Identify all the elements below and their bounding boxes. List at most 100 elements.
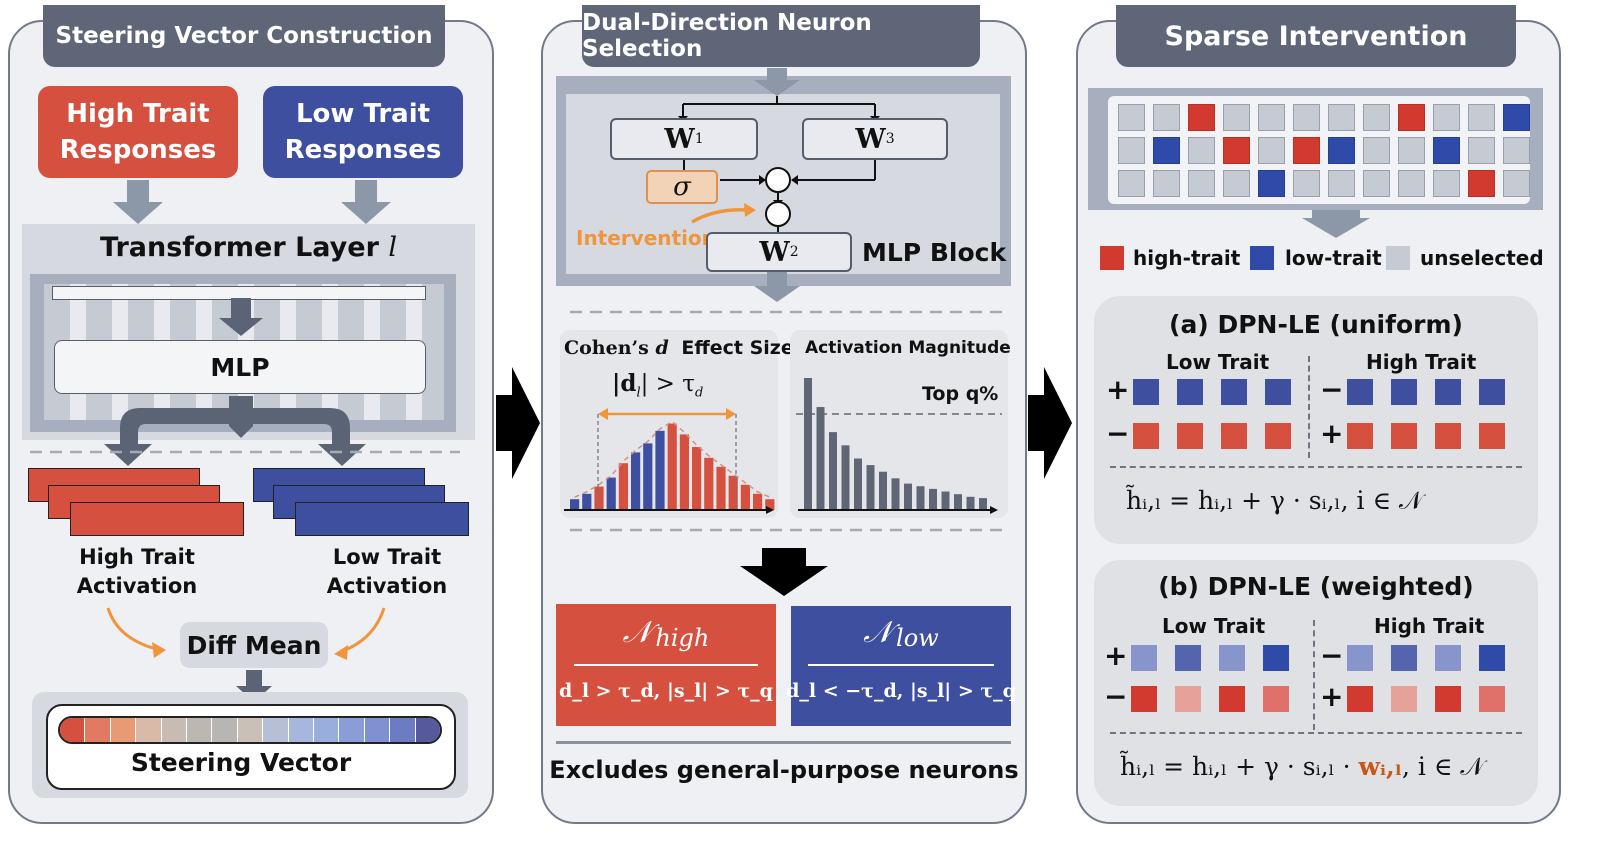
steering-vector-segment — [338, 718, 364, 742]
weighted-formula-w: wᵢ,ₗ — [1358, 752, 1402, 781]
neuron-low-trait — [1153, 137, 1180, 164]
weighted-formula-rule — [1110, 732, 1522, 734]
steering-vector-segment — [186, 718, 212, 742]
dpn-neuron-square — [1347, 379, 1373, 405]
weighted-high-trait-label: High Trait — [1374, 614, 1485, 638]
legend-low-label: low-trait — [1285, 246, 1382, 270]
panel1-arrows-svg — [113, 180, 391, 224]
dashed-divider-1 — [30, 450, 460, 454]
top-q-label: Top q% — [922, 383, 999, 405]
weighted-vertical-divider — [1313, 620, 1315, 730]
cohens-bar — [582, 493, 592, 510]
legend-unselected-label: unselected — [1420, 246, 1544, 270]
weighted-formula-main: h̃ᵢ,ₗ = hᵢ,ₗ + γ · sᵢ,ₗ · — [1120, 752, 1359, 781]
steering-vector-segment — [135, 718, 161, 742]
neuron-unselected — [1258, 137, 1285, 164]
dpn-neuron-square — [1175, 686, 1201, 712]
neuron-unselected — [1363, 137, 1390, 164]
uniform-title: (a) DPN-LE (uniform) — [1169, 310, 1463, 339]
cohens-bar — [643, 443, 653, 510]
dpn-neuron-square — [1391, 686, 1417, 712]
magnitude-bar — [854, 458, 862, 510]
plus-sign: + — [1104, 639, 1128, 672]
magnitude-x-axis-arrow — [990, 506, 998, 514]
intervention-orange-arrow — [691, 208, 749, 224]
neuron-low-trait — [1258, 170, 1285, 197]
magnitude-bar — [929, 488, 937, 510]
weighted-title: (b) DPN-LE (weighted) — [1158, 572, 1474, 601]
steering-vector-segment — [287, 718, 314, 742]
dpn-neuron-square — [1347, 686, 1373, 712]
dpn-neuron-square — [1435, 645, 1461, 671]
big-arrow-1 — [496, 367, 540, 479]
dpn-neuron-square — [1263, 686, 1289, 712]
steering-vector-segment — [389, 718, 415, 742]
neuron-low-trait — [1503, 104, 1530, 131]
cohens-bar — [753, 493, 763, 510]
mlp-block-arrows-svg — [678, 68, 880, 302]
steering-vector-segment — [313, 718, 339, 742]
transformer-layer-text: Transformer Layer — [100, 232, 379, 263]
magnitude-bar — [891, 478, 900, 510]
cohens-density-curve — [574, 420, 771, 498]
dpn-neuron-square — [1479, 423, 1505, 449]
mlp-block-label: MLP Block — [862, 238, 1007, 267]
cohens-bar — [740, 484, 750, 510]
neuron-high-trait — [1398, 104, 1425, 131]
dpn-neuron-square — [1219, 686, 1245, 712]
magnitude-bar — [804, 378, 812, 510]
magnitude-bar — [841, 445, 850, 510]
neuron-unselected — [1188, 137, 1215, 164]
minus-sign: − — [1106, 417, 1130, 450]
neuron-unselected — [1223, 104, 1250, 131]
dpn-neuron-square — [1391, 379, 1417, 405]
activation-magnitude-title: Activation Magnitude — [805, 338, 1011, 358]
panel3-title: Sparse Intervention — [1116, 5, 1516, 67]
steering-vector-segment — [109, 718, 136, 742]
steering-vector-segment — [211, 718, 237, 742]
neuron-unselected — [1258, 104, 1285, 131]
dpn-neuron-square — [1177, 423, 1203, 449]
orange-curve-left — [106, 607, 161, 652]
dpn-neuron-square — [1391, 645, 1417, 671]
weighted-low-trait-label: Low Trait — [1162, 614, 1266, 638]
uniform-low-trait-label: Low Trait — [1166, 350, 1270, 374]
magnitude-bar — [916, 486, 925, 510]
dpn-neuron-square — [1263, 645, 1289, 671]
cohens-bar — [631, 452, 641, 510]
dpn-neuron-square — [1347, 645, 1373, 671]
weighted-box — [1094, 560, 1538, 806]
mlp-box: MLP — [54, 340, 426, 394]
plus-sign: + — [1320, 417, 1344, 450]
cohens-span-arrow-left — [598, 408, 608, 420]
cohens-bar — [667, 423, 677, 510]
weighted-formula-end: , i ∈ 𝒩 — [1401, 752, 1485, 781]
dpn-neuron-square — [1479, 645, 1505, 671]
steering-vector-segment — [236, 718, 263, 742]
dpn-neuron-square — [1219, 645, 1245, 671]
neuron-unselected — [1293, 104, 1320, 131]
cohens-bar — [655, 430, 665, 510]
dpn-neuron-square — [1479, 379, 1505, 405]
neuron-unselected — [1468, 137, 1495, 164]
n-low-rule — [808, 664, 994, 666]
uniform-box — [1094, 296, 1538, 544]
w2-sub: 2 — [789, 244, 799, 260]
cohens-x-axis-arrow — [766, 506, 774, 514]
cohens-bar — [594, 486, 604, 510]
neuron-unselected — [1503, 137, 1530, 164]
dpn-neuron-square — [1265, 423, 1291, 449]
high-trait-responses-box: High Trait Responses — [38, 86, 238, 178]
cohens-threshold-formula: |dl| > τd — [612, 370, 703, 401]
minus-sign: − — [1320, 639, 1344, 672]
dpn-neuron-square — [1131, 645, 1157, 671]
arrow-down-high-responses — [113, 180, 163, 224]
uniform-vertical-divider — [1308, 356, 1310, 458]
neuron-unselected — [1363, 170, 1390, 197]
cohens-formula-tau-sub: d — [695, 385, 704, 401]
high-activation-layer-3 — [70, 502, 244, 536]
neuron-unselected — [1398, 170, 1425, 197]
n-low-box — [791, 606, 1011, 726]
cohens-span-arrow-right — [726, 408, 736, 420]
dpn-neuron-square — [1347, 423, 1373, 449]
